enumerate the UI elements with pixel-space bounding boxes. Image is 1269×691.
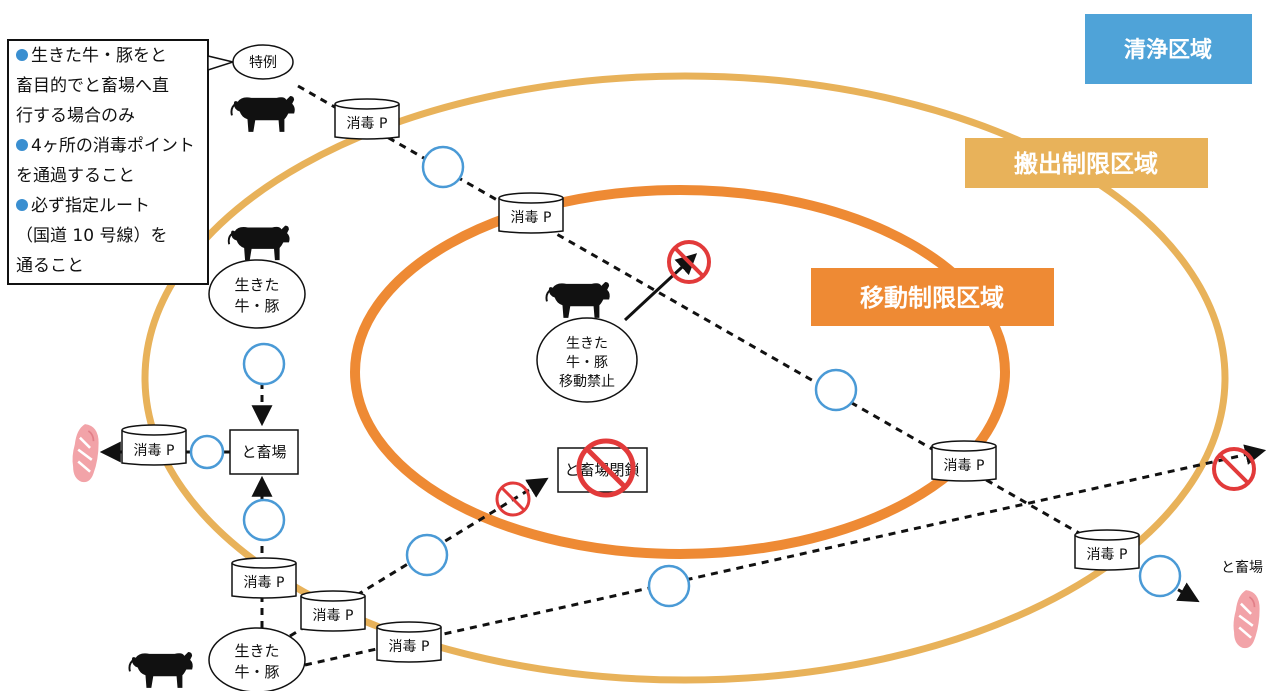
meat-icon xyxy=(1232,588,1262,650)
live-animals-line2: 牛・豚 xyxy=(234,663,279,681)
prohibited-signs xyxy=(495,240,1256,517)
disinfection-point: 消毒 P xyxy=(931,440,997,482)
disinfection-point-label: 消毒 P xyxy=(944,458,985,474)
clean-zone-label-text: 清浄区域 xyxy=(1124,37,1212,63)
note-line: 必ず指定ルート xyxy=(31,196,150,216)
cow-icon xyxy=(227,224,291,262)
allowed-checkpoints xyxy=(189,145,1182,608)
live-animals-bubble: 生きた 牛・豚 xyxy=(208,627,306,691)
note-line: 4ヶ所の消毒ポイント xyxy=(31,136,195,156)
allowed-circle xyxy=(405,533,449,577)
movement-restriction-label-bg xyxy=(811,268,1054,326)
clean-zone-label: 清浄区域 xyxy=(1085,14,1252,84)
export-restriction-label-bg xyxy=(965,138,1208,188)
export-restriction-ring xyxy=(141,72,1229,684)
exception-bubble xyxy=(232,44,294,80)
allowed-circle xyxy=(189,434,225,470)
export-restriction-label-text: 搬出制限区域 xyxy=(1014,150,1158,178)
note-line: 行する場合のみ xyxy=(16,106,135,126)
slaughterhouse-box: と畜場 xyxy=(229,429,299,475)
allowed-circle xyxy=(421,145,465,189)
allowed-circle xyxy=(647,564,691,608)
exception-callout: 特例 xyxy=(207,44,294,80)
movement-restriction-ring xyxy=(350,185,1010,559)
note-bullet xyxy=(16,139,28,151)
meat-icon xyxy=(71,422,101,484)
allowed-circle xyxy=(1138,554,1182,598)
live-animals-line1: 生きた xyxy=(234,642,279,660)
disinfection-point-label: 消毒 P xyxy=(389,639,430,655)
live-animals-line1: 生きた xyxy=(566,336,608,352)
disinfection-point: 消毒 P xyxy=(121,424,187,466)
allowed-circle xyxy=(242,498,286,542)
movement-ban-arrow xyxy=(623,253,698,322)
disinfection-point: 消毒 P xyxy=(300,590,366,632)
live-animals-line1: 生きた xyxy=(234,276,279,294)
export-restriction-label: 搬出制限区域 xyxy=(965,138,1208,188)
prohibited-icon xyxy=(576,438,636,498)
disinfection-point-label: 消毒 P xyxy=(1087,547,1128,563)
cow-icon xyxy=(230,94,296,133)
disinfection-point: 消毒 P xyxy=(376,621,442,663)
disinfection-point-label: 消毒 P xyxy=(134,443,175,459)
right-slaughterhouse-label: と畜場 xyxy=(1221,560,1263,576)
note-bullet xyxy=(16,49,28,61)
disinfection-point-label: 消毒 P xyxy=(244,575,285,591)
note-line: 通ること xyxy=(16,256,84,276)
live-animals-ban-bubble: 生きた 牛・豚 移動禁止 xyxy=(536,317,638,403)
note-line: 生きた牛・豚をと xyxy=(31,46,167,66)
live-animals-line2: 牛・豚 xyxy=(566,355,608,371)
note-line: （国道 10 号線）を xyxy=(16,226,167,246)
slaughterhouse-label: と畜場 xyxy=(241,443,286,461)
exception-note-box: 生きた牛・豚をと 畜目的でと畜場へ直 行する場合のみ 4ヶ所の消毒ポイント を通… xyxy=(7,39,209,285)
prohibited-icon xyxy=(495,481,531,517)
disinfection-point: 消毒 P xyxy=(1074,529,1140,571)
cow-icon xyxy=(545,280,611,319)
prohibited-icon xyxy=(667,240,711,284)
disinfection-point: 消毒 P xyxy=(498,192,564,234)
note-line: を通過すること xyxy=(16,166,135,186)
disinfection-point-label: 消毒 P xyxy=(313,608,354,624)
movement-restriction-label-text: 移動制限区域 xyxy=(860,284,1004,312)
disinfection-point-label: 消毒 P xyxy=(511,210,552,226)
movement-restriction-label: 移動制限区域 xyxy=(811,268,1054,326)
slaughterhouse-closed-box: と畜場閉鎖 xyxy=(557,438,648,498)
callout-pointer xyxy=(207,55,236,72)
movement-ban-text: 移動禁止 xyxy=(559,374,615,390)
slaughterhouse-closed-label: と畜場閉鎖 xyxy=(564,461,639,479)
note-bullet xyxy=(16,199,28,211)
allowed-circle xyxy=(242,342,286,386)
disinfection-point: 消毒 P xyxy=(334,98,400,140)
note-box-frame xyxy=(7,39,209,285)
disinfection-point: 消毒 P xyxy=(231,557,297,599)
disinfection-point-label: 消毒 P xyxy=(347,116,388,132)
clean-zone-label-bg xyxy=(1085,14,1252,84)
prohibited-icon xyxy=(1212,447,1256,491)
note-line: 畜目的でと畜場へ直 xyxy=(16,76,169,96)
live-animals-line2: 牛・豚 xyxy=(234,297,279,315)
cow-icon xyxy=(128,650,194,689)
live-animals-bubble: 生きた 牛・豚 xyxy=(208,259,306,329)
allowed-circle xyxy=(814,368,858,412)
exception-label: 特例 xyxy=(249,55,277,71)
